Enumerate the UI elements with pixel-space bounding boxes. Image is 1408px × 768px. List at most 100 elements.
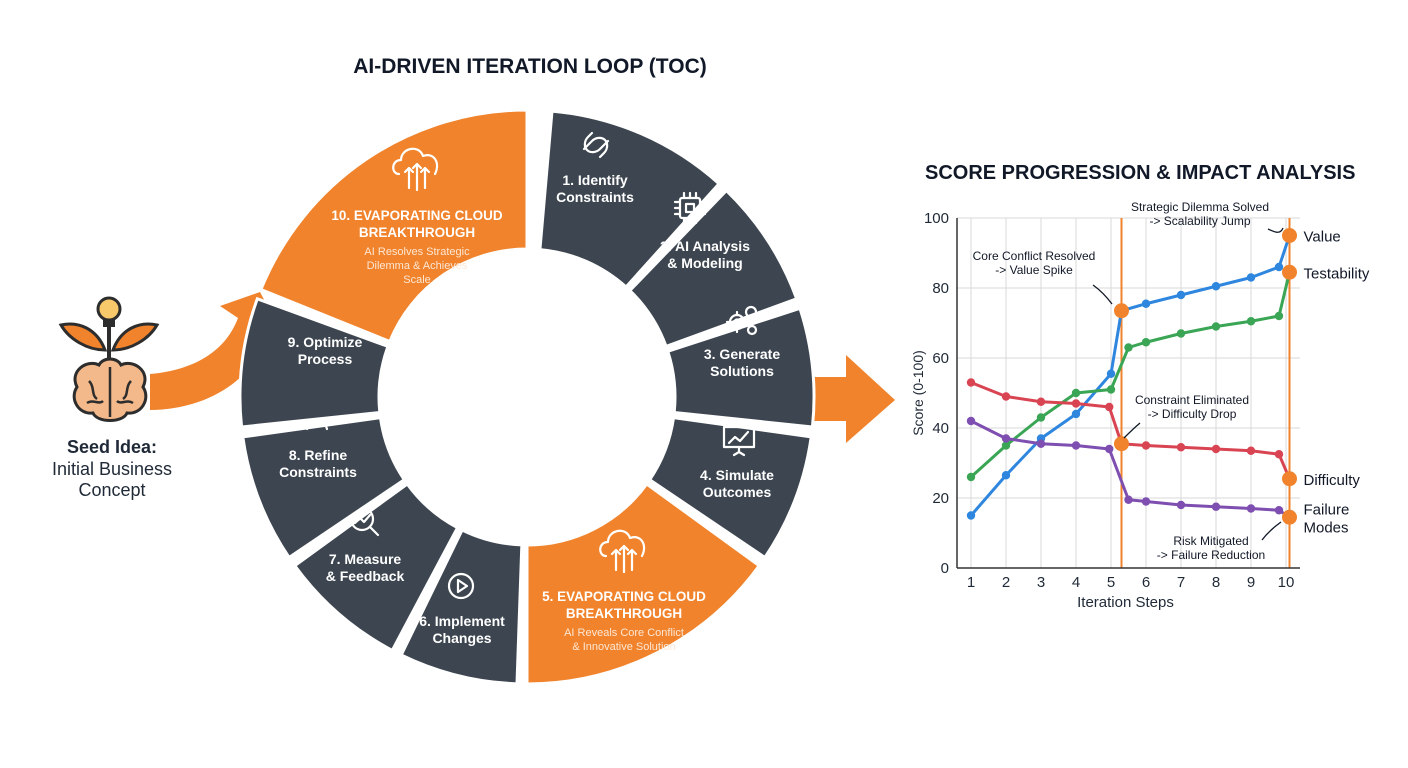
step-5: 5. EVAPORATING CLOUD BREAKTHROUGH AI Revea… <box>525 481 762 686</box>
annotation-core-conflict: -> Value Spike <box>995 263 1073 277</box>
difficulty-data-point <box>1274 450 1284 459</box>
step-3-label-line1: 3. Generate <box>704 346 780 362</box>
step-10-segment <box>258 108 529 344</box>
x-axis-title: Iteration Steps <box>1077 594 1174 611</box>
value-data-point <box>1176 290 1186 300</box>
value-series-line <box>969 235 1291 517</box>
testability-data-point <box>1071 388 1081 398</box>
step-8-label-line1: 8. Refine <box>289 447 348 463</box>
value-series-label: Value <box>1304 229 1341 246</box>
chart-markers <box>1114 228 1297 525</box>
step-5-label-line2: BREAKTHROUGH <box>566 606 682 621</box>
seed-line-2: Initial Business <box>51 459 173 479</box>
x-tick-label: 7 <box>1177 574 1185 591</box>
step-5-sub-1: AI Reveals Core Conflict <box>564 627 684 639</box>
seed-title: Seed Idea: <box>66 437 158 457</box>
value-data-point <box>1001 471 1011 480</box>
annotation-arrow-strategic-dilemma <box>1267 227 1284 233</box>
chart-series <box>966 235 1291 520</box>
failure-data-point <box>1141 497 1151 506</box>
step-9-label-line2: Process <box>298 351 353 367</box>
y-tick-label: 100 <box>924 210 949 227</box>
step-3-label-line2: Solutions <box>710 363 774 379</box>
seed-to-loop-arrow <box>150 292 280 410</box>
failure-data-point <box>1124 495 1133 504</box>
annotation-risk-mitigated: Risk Mitigated <box>1173 534 1248 548</box>
step-10-sub-1: AI Resolves Strategic <box>364 246 470 258</box>
failure-data-point <box>966 416 976 426</box>
x-tick-label: 2 <box>1002 574 1010 591</box>
step-5-label-line1: 5. EVAPORATING CLOUD <box>542 589 706 604</box>
breakthrough-marker <box>1282 471 1297 487</box>
value-data-point <box>1106 369 1116 378</box>
testability-data-point <box>1001 441 1011 450</box>
x-tick-label: 4 <box>1072 574 1080 591</box>
failure-data-point <box>1211 502 1221 511</box>
brain-idea-icon <box>58 296 160 422</box>
step-7-label-line1: 7. Measure <box>329 551 402 567</box>
breakthrough-marker <box>1114 436 1129 452</box>
y-tick-label: 0 <box>941 560 949 577</box>
annotation-risk-mitigated: -> Failure Reduction <box>1157 548 1265 562</box>
testability-data-point <box>1036 413 1046 422</box>
step-4-label-line1: 4. Simulate <box>700 467 774 483</box>
failure-data-point <box>1001 434 1011 443</box>
value-data-point <box>1246 273 1256 282</box>
step-7-label-line2: & Feedback <box>326 568 405 584</box>
annotation-constraint-eliminated: Constraint Eliminated <box>1135 393 1249 407</box>
difficulty-data-point <box>1001 392 1011 401</box>
play-icon <box>447 572 475 600</box>
step-6-segment <box>399 528 524 686</box>
step-8-segment <box>241 415 407 560</box>
y-tick-label: 20 <box>932 490 949 507</box>
x-tick-label: 3 <box>1037 574 1045 591</box>
loop-title: AI-DRIVEN ITERATION LOOP (TOC) <box>353 55 707 78</box>
value-data-point <box>1141 299 1151 308</box>
difficulty-series-line <box>970 381 1291 480</box>
step-6-label-line2: Changes <box>432 630 491 646</box>
annotation-arrow-core-conflict <box>1092 284 1113 305</box>
cloud-upload-icon <box>599 529 646 574</box>
y-tick-label: 40 <box>932 420 949 437</box>
annotation-constraint-eliminated: -> Difficulty Drop <box>1148 407 1237 421</box>
step-2-label-line2: & Modeling <box>667 255 742 271</box>
step-7-segment <box>292 481 460 653</box>
difficulty-data-point <box>1071 399 1081 408</box>
testability-data-point <box>1124 343 1133 352</box>
x-tick-label: 6 <box>1142 574 1150 591</box>
annotation-strategic-dilemma: -> Scalability Jump <box>1149 214 1250 228</box>
step-7: 7. Measure& Feedback <box>292 481 460 653</box>
difficulty-data-point <box>1211 444 1221 454</box>
step-9-segment <box>238 296 390 429</box>
step-10-sub-3: Scale <box>403 274 431 286</box>
breakthrough-marker <box>1114 303 1129 319</box>
difficulty-data-point <box>1246 446 1256 455</box>
gears-icon <box>725 305 758 336</box>
step-2-label-line1: 2. AI Analysis <box>660 238 750 254</box>
difficulty-series-label: Difficulty <box>1304 472 1361 489</box>
difficulty-data-point <box>1176 443 1186 452</box>
x-tick-label: 1 <box>967 574 975 591</box>
step-8-label-line2: Constraints <box>279 464 357 480</box>
breakthrough-marker <box>1282 228 1297 243</box>
y-axis-title: Score (0-100) <box>910 350 926 436</box>
step-3-segment <box>665 306 816 429</box>
step-9-label-line1: 9. Optimize <box>288 334 363 350</box>
failure-series-label: Modes <box>1304 519 1349 536</box>
testability-data-point <box>1141 338 1151 347</box>
testability-data-point <box>1274 311 1284 321</box>
breakthrough-marker <box>1282 509 1297 525</box>
step-10-label-line1: 10. EVAPORATING CLOUD <box>331 208 503 223</box>
annotation-arrow-constraint-eliminated <box>1123 422 1141 439</box>
cloud-upload-icon <box>392 147 439 192</box>
flow-arrows <box>150 292 895 443</box>
failure-series-line <box>970 419 1291 519</box>
step-10-sub-2: Dilemma & Achieves <box>367 260 468 272</box>
step-6-label-line1: 6. Implement <box>419 613 505 629</box>
